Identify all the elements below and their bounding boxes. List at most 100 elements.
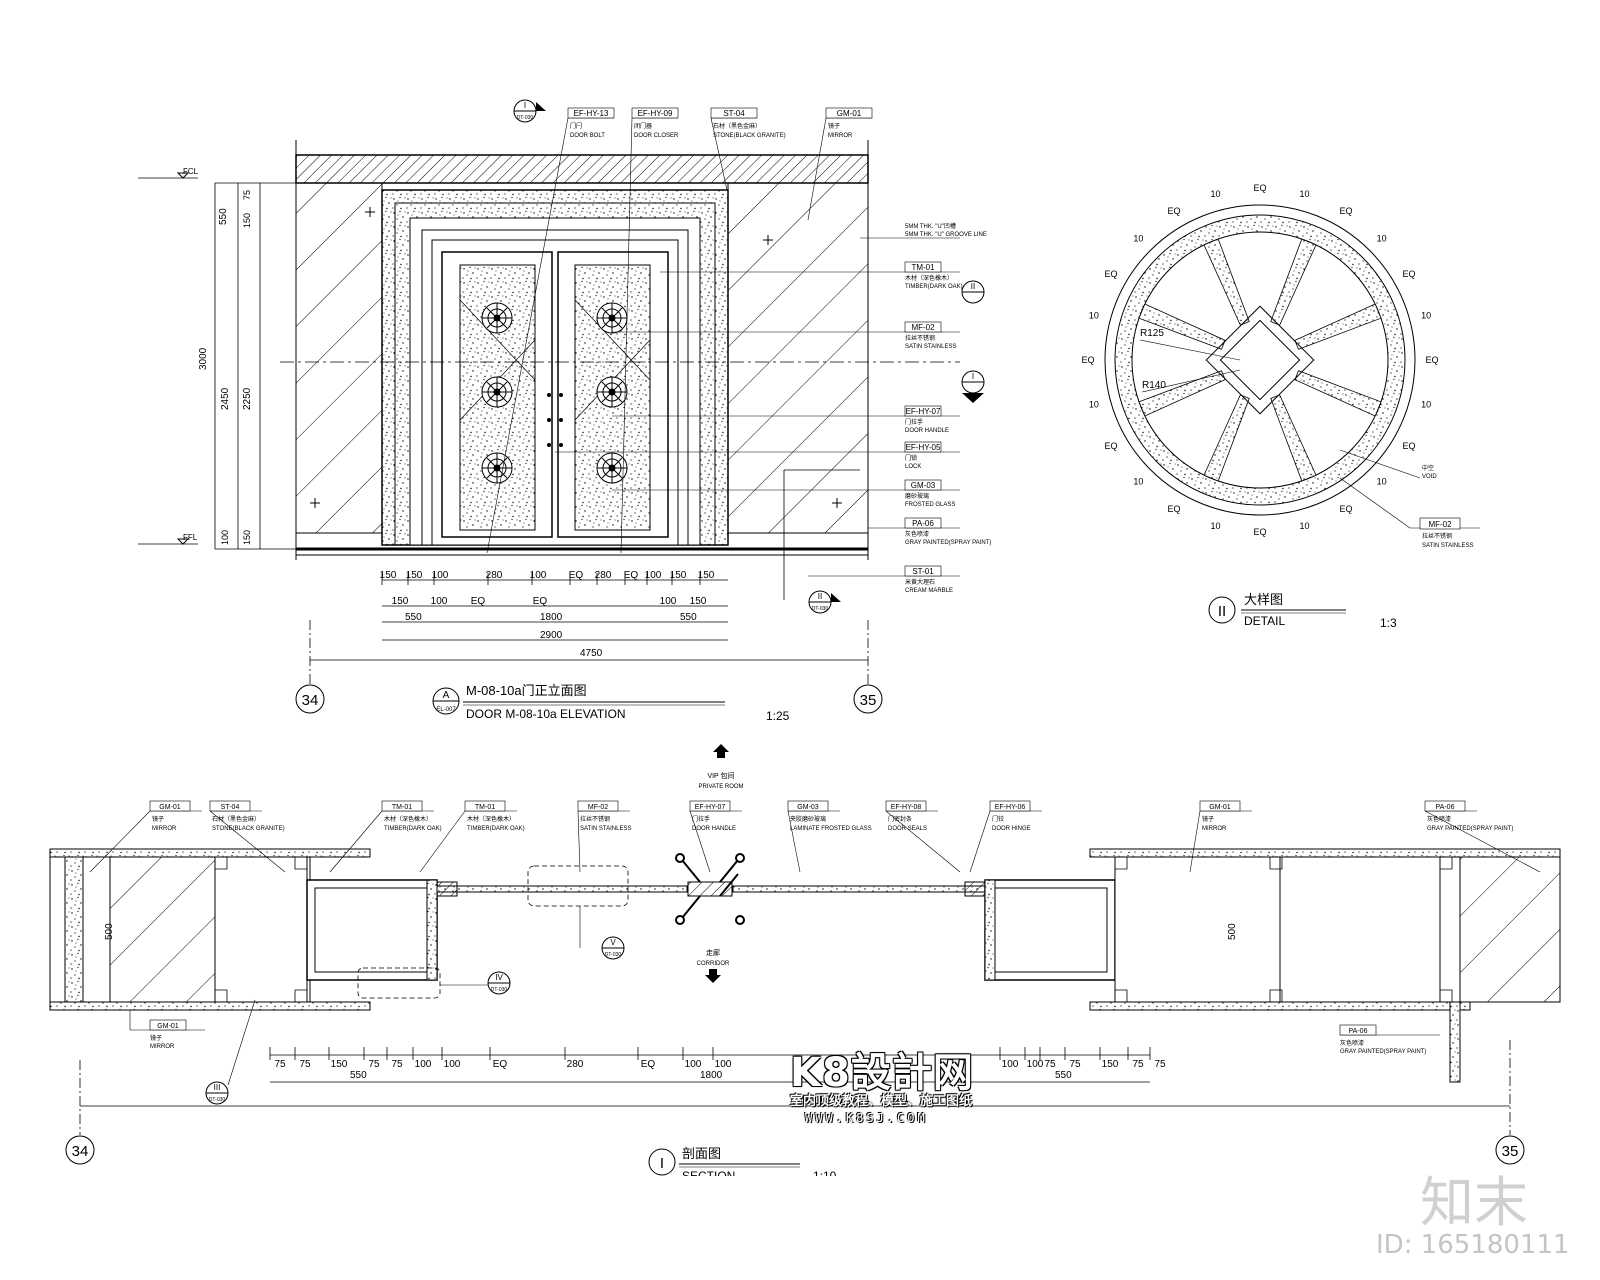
left-wall-panel xyxy=(295,182,383,534)
elevation-marker-letter: A xyxy=(443,690,450,701)
section-callout-cn: 镜子 xyxy=(152,815,164,823)
detail-scale: 1:3 xyxy=(1380,616,1397,630)
callout-cn: 门闩 xyxy=(570,122,582,130)
elev-dim-r1-6: 280 xyxy=(595,570,612,581)
dim-150: 150 xyxy=(242,530,252,545)
detail-dim-1: 10 xyxy=(1421,400,1431,410)
dim-500-right: 500 xyxy=(1227,923,1238,940)
room-bottom-cn: 走廊 xyxy=(706,948,720,957)
detail-dim-19: 10 xyxy=(1300,189,1310,199)
detail-dim-3: 10 xyxy=(1377,477,1387,487)
svg-text:V: V xyxy=(610,938,616,947)
section-callout-en: DOOR SEALS xyxy=(888,826,927,832)
void-note-cn: 中空 xyxy=(1422,464,1434,472)
callout-right-cn: 门锁 xyxy=(905,454,917,462)
sec-dim-r1-18: 75 xyxy=(1154,1059,1166,1070)
detail-dim-18: EQ xyxy=(1253,183,1266,193)
rosette-detail: EQ10EQ10EQ10EQ10EQ10EQ10EQ10EQ10EQ10EQ10… xyxy=(1081,183,1480,630)
callout-code: EF-HY-13 xyxy=(574,109,609,118)
section-callout-cn: 木材（深色橡木） xyxy=(467,815,515,823)
section-callout-cn: 石材（黑色金麻） xyxy=(212,815,260,823)
callout-code: EF-HY-09 xyxy=(638,109,673,118)
svg-text:II: II xyxy=(971,282,975,291)
section-callout-pa06-bottom: PA-06 灰色喷漆 GRAY PAINTED(SPRAY PAINT) xyxy=(1339,1024,1440,1055)
svg-text:MIRROR: MIRROR xyxy=(150,1044,175,1050)
door-section: VIP 包间 PRIVATE ROOM 走廊 CORRIDOR xyxy=(49,744,1561,1196)
elev-dim-r1-3: 280 xyxy=(486,570,503,581)
dim-550: 550 xyxy=(218,208,229,225)
section-callout-code: TM-01 xyxy=(475,804,495,811)
detail-spokes xyxy=(1138,238,1382,482)
detail-dim-14: EQ xyxy=(1105,269,1118,279)
light-icon xyxy=(310,207,842,508)
callout-cn: 镜子 xyxy=(828,122,840,130)
elev-dim-r1-7: EQ xyxy=(624,570,639,581)
callout-right-en: DOOR HANDLE xyxy=(905,428,949,434)
elevation-title-en: DOOR M-08-10a ELEVATION xyxy=(466,707,626,721)
svg-text:II: II xyxy=(818,592,822,601)
section-callout-gm01-bottom: GM-01 镜子 MIRROR xyxy=(129,1010,205,1050)
elevation-scale: 1:25 xyxy=(766,709,790,723)
mf02-en-detail: SATIN STAINLESS xyxy=(1422,543,1473,549)
callout-right-cn: 灰色喷漆 xyxy=(905,530,929,538)
callout-right-code: MF-02 xyxy=(911,323,935,332)
svg-text:DT-030: DT-030 xyxy=(605,952,622,958)
section-callout-code: GM-01 xyxy=(159,804,181,811)
sec-dim-r1-17: 75 xyxy=(1132,1059,1144,1070)
sec-dim-r1-9: EQ xyxy=(641,1059,656,1070)
sec-dim-r1-2: 150 xyxy=(331,1059,348,1070)
detail-dim-21: 10 xyxy=(1377,233,1387,243)
axis-35-elev: 35 xyxy=(860,692,877,709)
k8-watermark-subtitle: 室内顶级教程、模型、施工图纸 xyxy=(790,1094,973,1109)
spoke xyxy=(1203,394,1250,482)
section-callout-code: TM-01 xyxy=(392,804,412,811)
section-callout-en: MIRROR xyxy=(1202,826,1227,832)
elev-dim-r1-9: 150 xyxy=(670,570,687,581)
detail-mark-iii: III DT-030 xyxy=(205,999,256,1105)
callout-en: DOOR BOLT xyxy=(570,133,605,139)
spoke xyxy=(1203,238,1250,326)
section-callout-en: DOOR HANDLE xyxy=(692,826,736,832)
detail-dim-8: EQ xyxy=(1167,504,1180,514)
section-callout-en: DOOR HINGE xyxy=(992,826,1031,832)
dim-75a: 75 xyxy=(242,190,252,200)
section-callout-code: PA-06 xyxy=(1436,804,1455,811)
sec-dim-r1-3: 75 xyxy=(368,1059,380,1070)
left-wall-core xyxy=(109,856,216,1003)
detail-dim-12: EQ xyxy=(1081,355,1094,365)
sec-dim-550-right: 550 xyxy=(1055,1070,1072,1081)
sec-dim-r1-12: 100 xyxy=(1002,1059,1019,1070)
callout-ef-hy-13: EF-HY-13 门闩 DOOR BOLT xyxy=(486,107,615,554)
callout-right-cn: 拉丝不锈钢 xyxy=(905,334,935,342)
callout-right-en: FROSTED GLASS xyxy=(905,502,955,508)
svg-text:镜子: 镜子 xyxy=(150,1034,162,1042)
spoke xyxy=(1270,238,1317,326)
zhimo-watermark-id: ID: 165180111 xyxy=(1376,1230,1570,1260)
elev-dim-r1-4: 100 xyxy=(530,570,547,581)
section-callout-en: LAMINATE FROSTED GLASS xyxy=(790,826,872,832)
section-callout-en: STONE(BLACK GRANITE) xyxy=(212,826,285,832)
callout-right-code: GM-03 xyxy=(911,481,936,490)
r125-label: R125 xyxy=(1140,328,1164,339)
fcl-label: FCL xyxy=(183,167,199,176)
section-num: I xyxy=(660,1155,664,1172)
